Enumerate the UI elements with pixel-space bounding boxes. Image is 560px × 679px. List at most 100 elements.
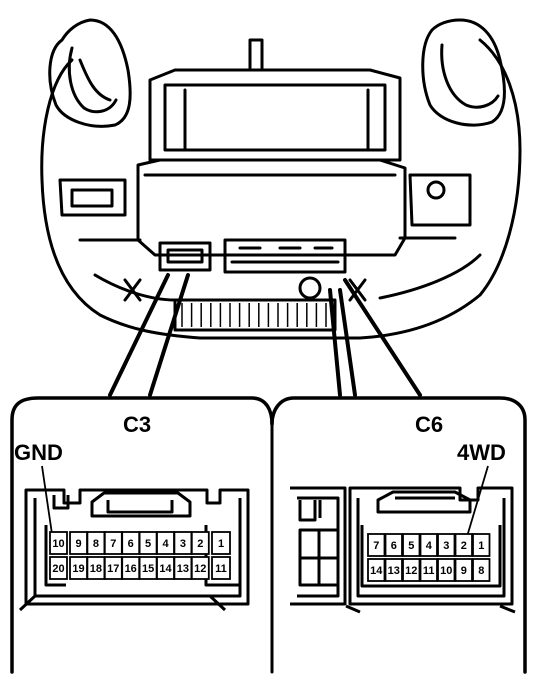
c3-pin: 3 [173,531,193,555]
c6-pin: 8 [472,558,491,582]
c6-pin: 3 [437,533,456,557]
c3-pin: 13 [173,556,193,580]
pin-number: 4 [162,538,169,550]
c3-pin: 2 [190,531,210,555]
pin-number: 6 [128,538,134,550]
c6-pin: 13 [384,558,403,582]
c3-pin: 12 [190,556,210,580]
leader-line-c3-outer [108,273,170,397]
instrument-panel-illustration [40,18,522,340]
pin-number: 16 [125,563,137,575]
leader-line-center-left [328,288,342,397]
pin-cell [454,558,473,582]
c3-pin: 10 [49,531,68,555]
pin-cell [211,531,231,555]
pin-cell [384,558,403,582]
pin-number: 8 [93,538,99,550]
pin-number: 14 [370,565,383,577]
pin-number: 2 [461,540,467,552]
c3-pin: 7 [103,531,123,555]
pin-cell [384,533,403,557]
c3-pin: 15 [138,556,158,580]
c6-pin: 14 [367,558,386,582]
pin-number: 3 [180,538,186,550]
4wd-pointer [465,465,489,541]
c3-pin: 9 [69,531,88,555]
c6-pin: 5 [402,533,421,557]
leader-line-center-right [338,288,357,397]
callout-frame [10,396,527,674]
pin-number: 1 [478,540,484,552]
pin-pointers [41,465,489,541]
pin-number: 3 [443,540,449,552]
c6-pin: 11 [419,558,438,582]
pin-cell [472,558,491,582]
leader-line-c3 [148,273,190,397]
c6-pin: 6 [384,533,403,557]
pin-label-4wd: 4WD [457,440,506,465]
pin-number: 9 [75,538,81,550]
pin-number: 17 [107,563,119,575]
pin-cell [49,531,68,555]
c6-pin: 12 [402,558,421,582]
connector-label-c3: C3 [123,412,151,437]
pin-cell [49,556,68,580]
panel-ribs [181,303,327,327]
pin-cell [402,558,421,582]
c6-pin: 1 [472,533,491,557]
c6-pin: 2 [454,533,473,557]
c6-pin: 4 [419,533,438,557]
pin-number: 11 [215,563,227,575]
pin-number: 10 [52,538,64,550]
pin-number: 10 [440,565,452,577]
c3-pin: 18 [86,556,106,580]
connector-label-c6: C6 [415,412,443,437]
c3-pin: 5 [138,531,158,555]
c3-pin: 19 [69,556,88,580]
c3-pin: 6 [121,531,141,555]
pin-number: 6 [391,540,397,552]
c6-pin: 7 [367,533,386,557]
pin-number: 12 [194,563,206,575]
pin-number: 5 [145,538,151,550]
c3-pin: 14 [156,556,175,580]
pin-cell [367,558,386,582]
c6-pin: 10 [437,558,456,582]
c3-pin: 8 [86,531,106,555]
pin-number: 1 [218,538,224,550]
pin-cell [454,533,473,557]
leader-line-c6 [343,278,422,397]
pin-number: 15 [142,563,154,575]
c3-pin: 1 [211,531,231,555]
pin-cell [437,533,456,557]
pin-number: 5 [408,540,414,552]
connector-c6-body [290,486,516,614]
c3-pin: 20 [49,556,68,580]
pin-number: 12 [405,565,417,577]
gnd-pointer [41,465,53,535]
pin-number: 13 [177,563,189,575]
pin-cell [437,558,456,582]
c3-pin: 16 [121,556,141,580]
pin-number: 7 [110,538,116,550]
pin-number: 8 [478,565,484,577]
pin-cell [190,531,210,555]
pin-number: 19 [72,563,84,575]
pin-number: 18 [90,563,102,575]
c3-pin: 4 [156,531,175,555]
c3-pin: 11 [211,556,231,580]
pin-cell [190,556,210,580]
pin-number: 14 [159,563,172,575]
c3-pin: 17 [103,556,123,580]
pin-cell [211,556,231,580]
pin-number: 2 [197,538,203,550]
pin-number: 7 [373,540,379,552]
pin-number: 4 [426,540,433,552]
pin-cell [419,533,438,557]
c6-pin: 9 [454,558,473,582]
pin-number: 11 [423,565,435,577]
